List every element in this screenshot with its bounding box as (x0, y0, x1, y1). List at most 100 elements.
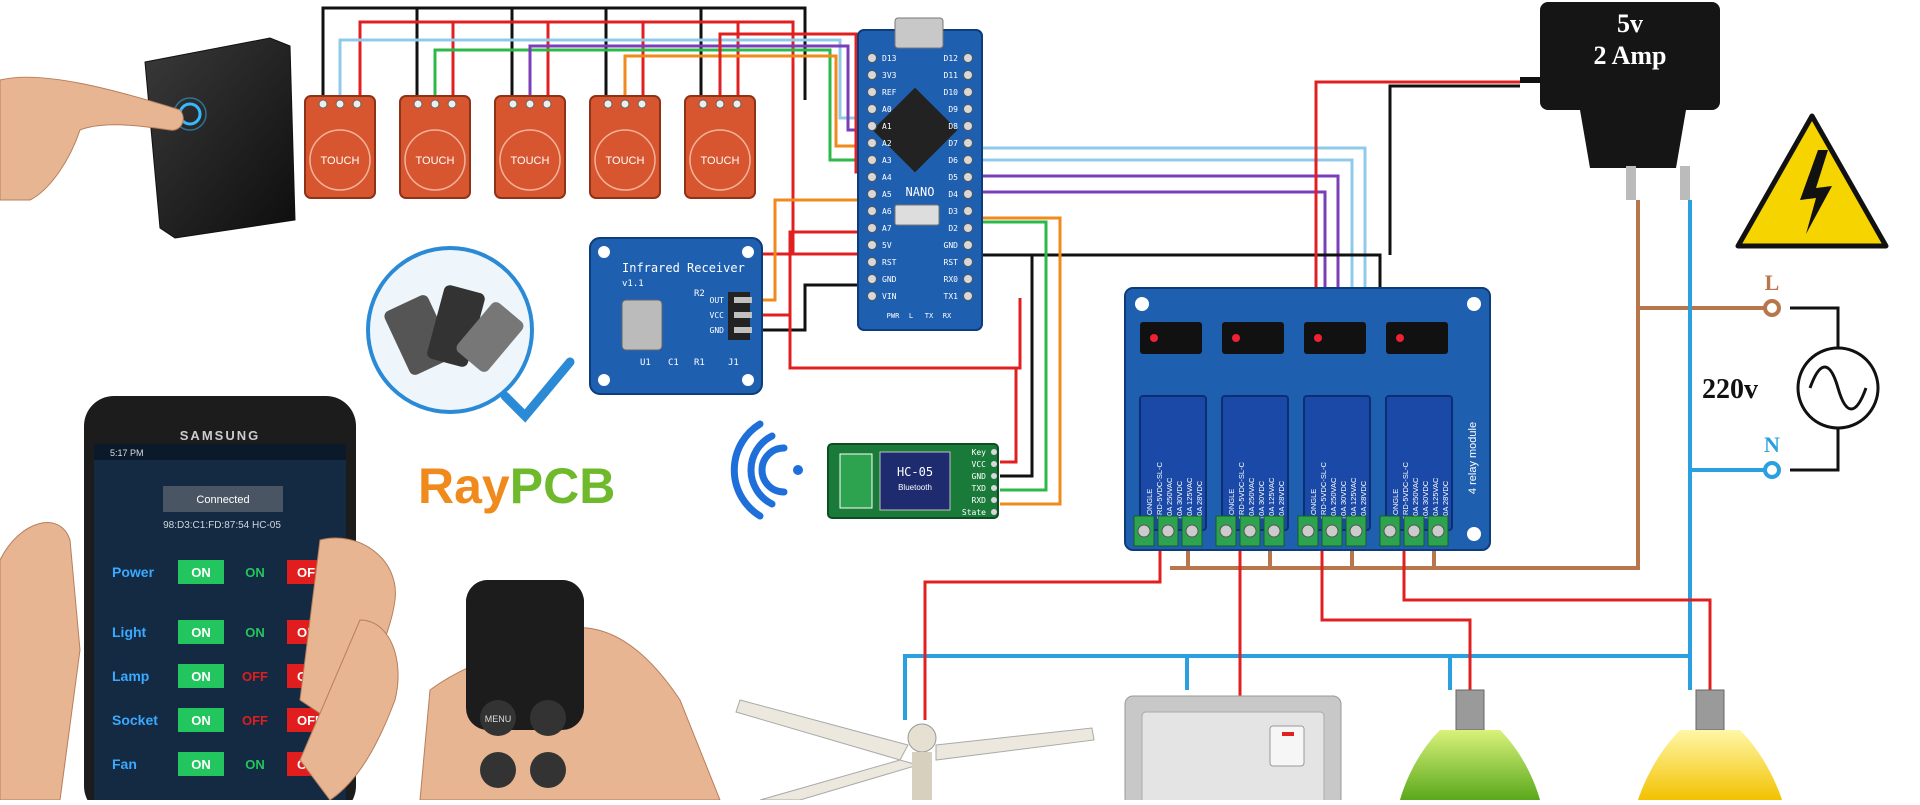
relay-label: 10A 125VAC (1349, 477, 1358, 520)
relay-label: 10A 250VAC (1165, 477, 1174, 520)
nano-pin-label: A2 (882, 139, 892, 148)
relay-label: 10A 250VAC (1411, 477, 1420, 520)
connect-button-label: Connected (196, 494, 249, 506)
nano-pin-label: D9 (948, 105, 958, 114)
nano-pin (867, 240, 877, 250)
nano-pin-label: REF (882, 88, 897, 97)
bt-pin-label: State (962, 508, 986, 517)
on-button-label: ON (191, 565, 211, 580)
wire-bt-gnd (1000, 255, 1034, 478)
touch-sensor: TOUCH (684, 95, 756, 199)
ac-sine-icon (1808, 365, 1868, 411)
relay-label: SONGLE (1309, 489, 1318, 520)
on-button[interactable] (178, 664, 224, 688)
nano-board-label: L (909, 312, 913, 320)
hand-phone (0, 522, 81, 801)
nano-pin-label: A5 (882, 190, 892, 199)
nano-pin (867, 206, 877, 216)
bt-pin (991, 509, 997, 515)
wire-load-fan (923, 548, 1162, 720)
nano-pin (867, 257, 877, 267)
nano-pin-label: D12 (944, 54, 959, 63)
relay-label: 10A 30VDC (1175, 480, 1184, 520)
nano-pin-label: A6 (882, 207, 892, 216)
on-button[interactable] (178, 708, 224, 732)
wire-load-bulb-y (1402, 548, 1712, 690)
nano-pin-label: D6 (948, 156, 958, 165)
device-address: 98:D3:C1:FD:87:54 HC-05 (163, 520, 281, 531)
relay-label: SONGLE (1391, 489, 1400, 520)
wires (321, 6, 1840, 720)
wire-touch-sig-3 (528, 44, 866, 132)
mains-neutral: N (1764, 432, 1780, 457)
nano-pin-label: A4 (882, 173, 892, 182)
nano-pin-label: VIN (882, 292, 897, 301)
nano-pin-label: A3 (882, 156, 892, 165)
nano-pin (963, 172, 973, 182)
touch-sensor: TOUCH (494, 95, 566, 199)
nano-pin (867, 138, 877, 148)
on-button-label: ON (191, 625, 211, 640)
relay-label: 10A 30VDC (1257, 480, 1266, 520)
touch-sensor-label: TOUCH (606, 155, 645, 167)
tv-remote: MENU (419, 580, 721, 805)
bt-subtitle: Bluetooth (898, 483, 932, 492)
ir-pin-label: OUT (710, 296, 725, 305)
on-button[interactable] (178, 560, 224, 584)
nano-pin-label: D8 (948, 122, 958, 131)
bt-pin-label: TXD (972, 484, 987, 493)
nano-pin (963, 138, 973, 148)
nano-pin-label: 3V3 (882, 71, 897, 80)
relay-module-label: 4 relay module (1467, 422, 1479, 494)
on-button[interactable] (178, 752, 224, 776)
wire-relay-in1 (975, 146, 1367, 298)
bt-pin (991, 473, 997, 479)
ir-pin-label: VCC (710, 311, 725, 320)
phone-brand: SAMSUNG (180, 428, 260, 443)
hand-touch (0, 76, 184, 201)
wire-5v-plus (1314, 80, 1520, 298)
on-button-label: ON (191, 713, 211, 728)
wire-mains-brown (1170, 200, 1770, 570)
nano-pin (963, 223, 973, 233)
control-row-name: Fan (112, 756, 137, 772)
wire-relay-gnd (975, 253, 1382, 298)
wire-mains-blue (903, 200, 1770, 720)
ir-pin (734, 297, 752, 303)
mains-voltage: 220v (1702, 374, 1758, 405)
wire-bt-txd (975, 220, 1048, 492)
touch-sensor-label: TOUCH (416, 155, 455, 167)
wire-relay-in3 (975, 174, 1340, 298)
nano-pin (867, 274, 877, 284)
smartphone: SAMSUNG 5:17 PM Connected 98:D3:C1:FD:87… (0, 396, 399, 805)
control-row-name: Lamp (112, 668, 149, 684)
connect-button[interactable] (163, 486, 283, 512)
wire-bt-rxd (975, 216, 1062, 506)
nano-pin (963, 104, 973, 114)
touch-sensor: TOUCH (399, 95, 471, 199)
nano-pin-label: D11 (944, 71, 959, 80)
control-row-name: Power (112, 564, 155, 580)
relay-label: 10A 28VDC (1195, 480, 1204, 520)
nano-pin-label: D13 (882, 54, 897, 63)
nano-pin (963, 70, 973, 80)
nano-pin-label: A1 (882, 122, 892, 131)
nano-pin (867, 223, 877, 233)
nano-board-label: PWR (887, 312, 900, 320)
relay-label: 10A 30VDC (1339, 480, 1348, 520)
wire-touch-sig-4 (623, 54, 866, 148)
ir-ref-r1: R1 (694, 358, 705, 368)
bt-pin (991, 461, 997, 467)
nano-pin (963, 291, 973, 301)
ir-pin (734, 312, 752, 318)
wire-nano-5v (788, 230, 1022, 370)
nano-pin (963, 189, 973, 199)
ir-ref-c1: C1 (668, 358, 679, 368)
relay-label: 10A 28VDC (1359, 480, 1368, 520)
mains-live: L (1765, 270, 1780, 295)
nano-pin (867, 291, 877, 301)
nano-board-label: RX (943, 312, 952, 320)
on-button[interactable] (178, 620, 224, 644)
